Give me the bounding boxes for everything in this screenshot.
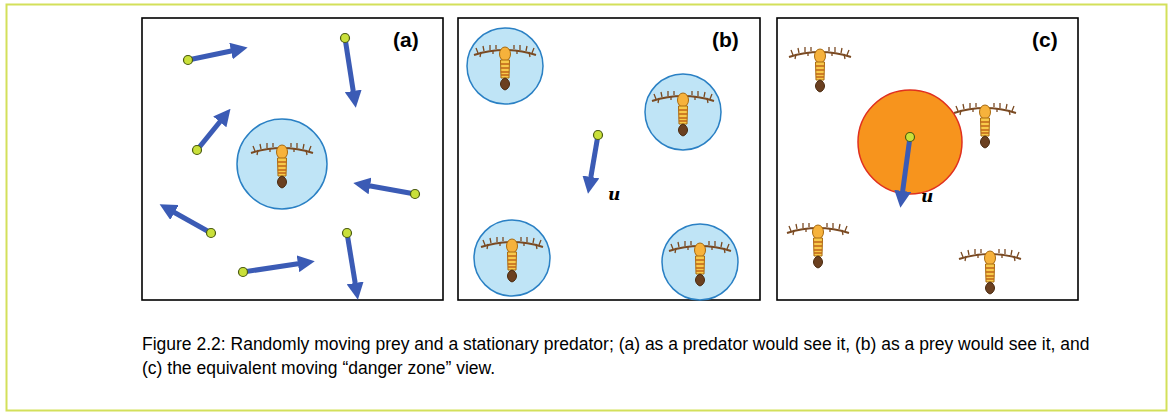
prey	[594, 131, 603, 140]
danger-zone	[467, 28, 738, 300]
panel	[142, 18, 443, 300]
prey	[906, 133, 915, 142]
prey-velocity	[170, 38, 415, 288]
panel-label: (c)	[1032, 28, 1058, 52]
figure-caption: Figure 2.2: Randomly moving prey and a s…	[142, 332, 1102, 380]
prey-velocity	[902, 137, 910, 196]
panel	[458, 18, 760, 300]
figure-frame	[7, 5, 1167, 411]
prey-velocity	[590, 135, 598, 182]
velocity-label: u	[608, 184, 620, 204]
panel-label: (a)	[393, 28, 419, 52]
moving-danger-zone	[858, 90, 962, 194]
panel	[777, 18, 1078, 300]
velocity-label: u	[921, 186, 933, 206]
danger-zone	[237, 119, 327, 209]
prey	[184, 34, 420, 277]
panel-label: (b)	[712, 28, 739, 52]
